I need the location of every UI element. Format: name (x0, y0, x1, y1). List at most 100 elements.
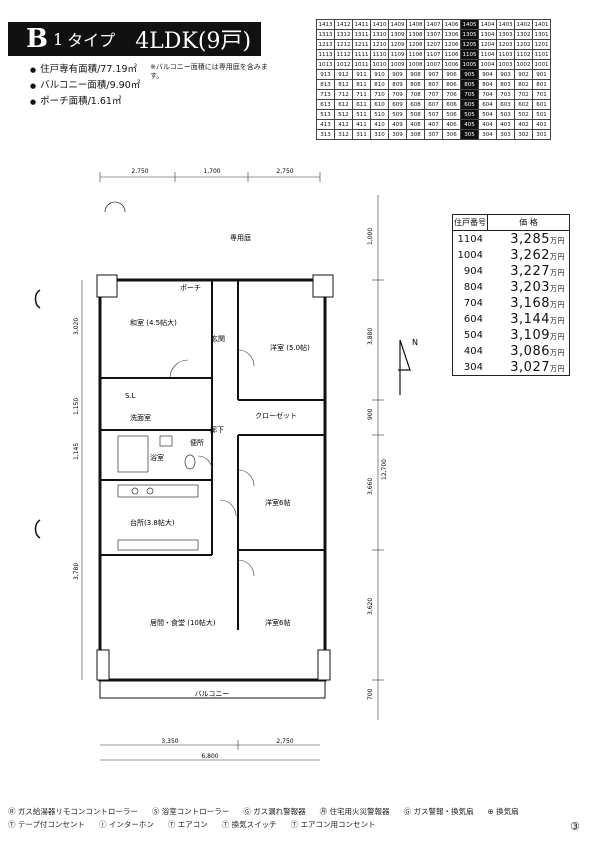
grid-cell: 1009 (388, 59, 407, 70)
grid-cell: 1406 (442, 19, 461, 30)
dim-right-3: 900 (367, 408, 374, 420)
grid-cell: 703 (496, 89, 515, 100)
price-value-cell: 3,285万円 (487, 232, 569, 247)
legend-item: Ⓖ ガス警報・換気扇 (403, 807, 474, 816)
price-unit-no: 304 (463, 361, 483, 373)
grid-cell: 805 (460, 79, 479, 90)
price-value-cell: 3,086万円 (487, 344, 569, 359)
grid-cell: 903 (496, 69, 515, 80)
grid-cell: 302 (514, 129, 533, 140)
grid-cell: 604 (478, 99, 497, 110)
grid-cell: 405 (460, 119, 479, 130)
layout-label: 4LDK(9戸) (135, 29, 252, 54)
grid-cell: 1010 (370, 59, 389, 70)
dim-right-6: 700 (367, 688, 374, 700)
grid-cell: 304 (478, 129, 497, 140)
legend-item: Ⓣ テープ付コンセント (8, 820, 85, 829)
grid-cell: 307 (424, 129, 443, 140)
price-value: 3,285 (510, 231, 550, 247)
bathtub (117, 435, 149, 473)
grid-cell: 511 (352, 109, 371, 120)
grid-cell: 709 (388, 89, 407, 100)
room-closet: クローゼット (255, 411, 297, 420)
grid-cell: 1109 (388, 49, 407, 60)
price-unit: 万円 (550, 332, 565, 341)
grid-cell: 912 (334, 69, 353, 80)
grid-cell: 610 (370, 99, 389, 110)
grid-cell: 1411 (352, 19, 371, 30)
grid-cell: 1013 (316, 59, 335, 70)
grid-cell: 1410 (370, 19, 389, 30)
price-unit: 万円 (550, 284, 565, 293)
floor-plan-drawing: 2,750 1,700 2,750 専用庭 和室 (4.5帖 (34, 168, 418, 761)
grid-cell: 609 (388, 99, 407, 110)
north-label: N (412, 338, 418, 347)
grid-cell: 1112 (334, 49, 353, 60)
dim-right-5: 3,620 (367, 598, 374, 615)
grid-cell: 505 (460, 109, 479, 120)
grid-cell: 804 (478, 79, 497, 90)
grid-cell: 1409 (388, 19, 407, 30)
grid-cell: 810 (370, 79, 389, 90)
grid-cell: 910 (370, 69, 389, 80)
price-value-cell: 3,227万円 (487, 264, 569, 279)
grid-cell: 909 (388, 69, 407, 80)
washbasin (159, 435, 173, 447)
grid-cell: 1211 (352, 39, 371, 50)
grid-cell: 1210 (370, 39, 389, 50)
dim-right-2: 3,880 (367, 328, 374, 345)
grid-cell: 1106 (442, 49, 461, 60)
grid-cell: 411 (352, 119, 371, 130)
price-unit: 万円 (550, 268, 565, 277)
corridor-label: 廊下 (210, 425, 224, 434)
grid-cell: 1206 (442, 39, 461, 50)
grid-cell: 1201 (532, 39, 551, 50)
grid-cell: 408 (406, 119, 425, 130)
price-value: 3,262 (510, 247, 550, 263)
grid-cell: 1207 (424, 39, 443, 50)
grid-cell: 905 (460, 69, 479, 80)
dim-right-1: 1,000 (367, 228, 374, 245)
grid-cell: 1110 (370, 49, 389, 60)
price-value: 3,027 (510, 359, 550, 375)
grid-cell: 1405 (460, 19, 479, 30)
kitchen-counter (117, 484, 199, 498)
room-youshitsu3: 洋室6帖 (265, 618, 290, 627)
grid-cell: 808 (406, 79, 425, 90)
grid-cell: 701 (532, 89, 551, 100)
spec-item: 住戸専有面積/77.19㎡ (30, 62, 140, 78)
punch-hole-mark (34, 289, 41, 309)
grid-cell: 608 (406, 99, 425, 110)
price-value-cell: 3,109万円 (487, 328, 569, 343)
grid-cell: 806 (442, 79, 461, 90)
grid-cell: 1310 (370, 29, 389, 40)
grid-cell: 702 (514, 89, 533, 100)
dimension-bottom (100, 740, 320, 761)
grid-cell: 1209 (388, 39, 407, 50)
grid-cell: 407 (424, 119, 443, 130)
grid-cell: 1311 (352, 29, 371, 40)
door-swings (169, 349, 255, 577)
grid-cell: 1012 (334, 59, 353, 70)
grid-cell: 1213 (316, 39, 335, 50)
dimension-right (372, 195, 384, 720)
grid-cell: 1212 (334, 39, 353, 50)
dimension-top (99, 172, 321, 182)
grid-cell: 712 (334, 89, 353, 100)
grid-cell: 412 (334, 119, 353, 130)
grid-cell: 601 (532, 99, 551, 110)
price-value: 3,086 (510, 343, 550, 359)
price-value: 3,168 (510, 295, 550, 311)
grid-cell: 509 (388, 109, 407, 120)
grid-cell: 901 (532, 69, 551, 80)
